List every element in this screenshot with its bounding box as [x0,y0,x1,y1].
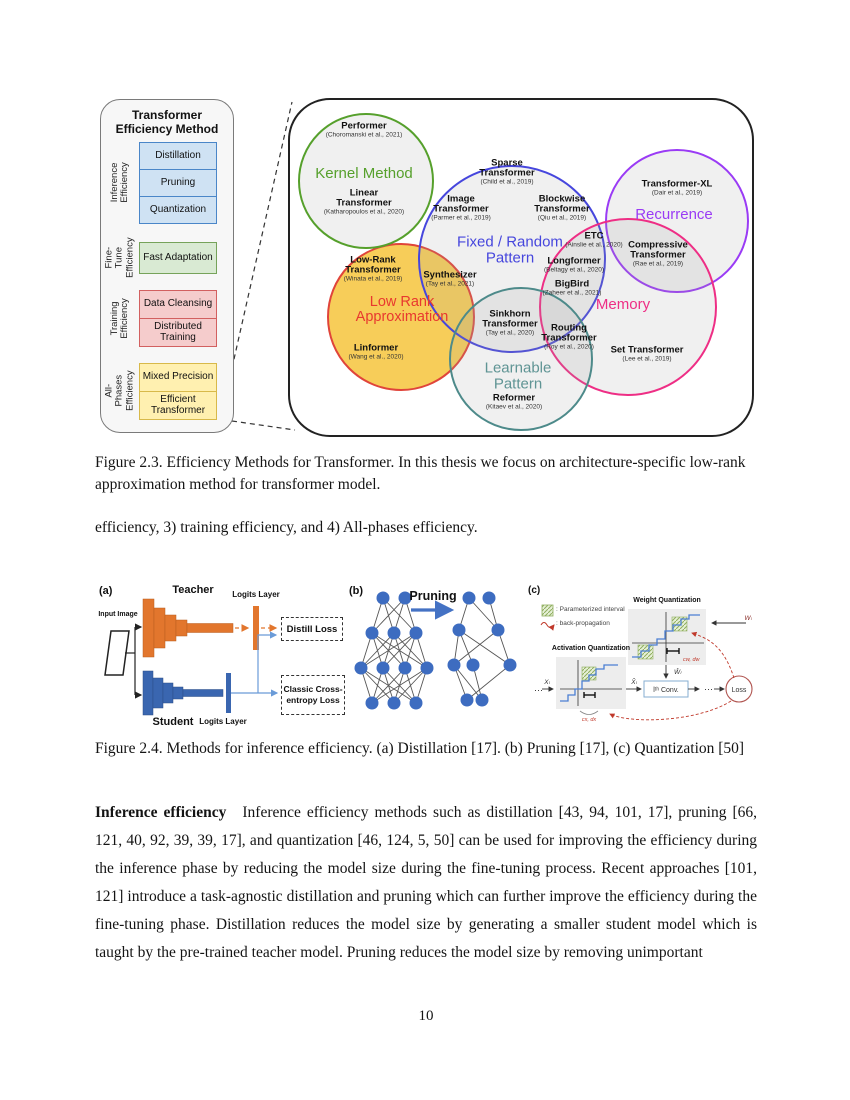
dense-network-nodes [354,591,434,710]
student-label: Student [152,716,194,728]
cross-entropy-loss-box: Classic Cross-entropy Loss [281,675,345,715]
group-label-allphases: All-Phases Efficiency [103,370,136,412]
conv-box-label: lᵗʰ Conv. [653,687,679,694]
pruning-diagram [354,591,517,710]
venn-model-sparse-transformer: Sparse Transformer(Child et al., 2019) [479,157,535,186]
paragraph-text: Inference efficiency methods such as dis… [95,804,757,961]
x-output-label: X̂ₗ [630,678,637,686]
subfigure-tag-a: (a) [99,585,113,597]
group-label-finetune: Fine-Tune Efficiency [103,237,136,279]
group-boxes-allphases: Mixed Precision Efficient Transformer [139,363,217,420]
subfigure-tag-b: (b) [349,585,364,597]
pruned-network-nodes [447,591,517,707]
loss-label: Loss [732,687,747,694]
venn-model-performer: Performer(Choromanski et al., 2021) [325,120,403,139]
dots-left: ⋯ [534,685,543,695]
figure-2-3-caption: Figure 2.3. Efficiency Methods for Trans… [95,454,746,493]
teacher-label: Teacher [172,584,214,596]
dense-network-edges [360,597,428,704]
method-box: Distributed Training [139,318,217,347]
quantization-diagram: ⋯ Xₗ X̂ₗ lᵗʰ Conv. ⋯ Loss Ŵₗ Wₗ cw, dw c… [534,604,753,723]
figure-2-4c-quantization: ⋯ Xₗ X̂ₗ lᵗʰ Conv. ⋯ Loss Ŵₗ Wₗ cw, dw c… [528,585,760,735]
venn-model-routing-transformer: Routing Transformer(Roy et al., 2020) [541,322,597,351]
venn-model-low-rank-transformer: Low-Rank Transformer(Winata et al., 2019… [343,254,403,283]
logits-layer-label-bottom: Logits Layer [199,717,247,726]
method-box: Pruning [139,169,217,197]
pruning-title: Pruning [409,589,457,603]
venn-model-compressive-transformer: Compressive Transformer(Rae et al., 2019… [628,239,688,268]
method-box: Distillation [139,142,217,170]
paragraph-lead: Inference efficiency [95,804,227,821]
weight-quantization-title: Weight Quantization [633,597,701,604]
set-label-low-rank: Low Rank Approximation [355,293,449,325]
activation-quantization-title: Activation Quantization [551,645,631,652]
method-box: Data Cleansing [139,290,217,319]
set-label-kernel-method: Kernel Method [315,165,413,183]
venn-circle-learnable [449,287,593,431]
w-input-label: Wₗ [744,615,752,622]
set-label-learnable: Learnable Pattern [484,359,552,392]
venn-circle-kernel [298,113,434,249]
venn-model-reformer: Reformer(Kitaev et al., 2020) [485,392,543,411]
group-label-inference: Inference Efficiency [108,161,131,203]
subfigure-tag-c: (c) [528,585,541,596]
student-logits-bar [226,673,231,713]
pruned-network-edges [453,597,511,701]
sidebar-title: Transformer Efficiency Method [115,108,219,137]
page-number: 10 [418,1008,434,1024]
venn-panel: Kernel Method Fixed / Random Pattern Rec… [288,98,754,437]
dots-right: ⋯ [704,684,713,694]
sidebar-panel: Transformer Efficiency Method Inference … [100,99,234,433]
group-boxes-inference: Distillation Pruning Quantization [139,142,217,224]
venn-model-etc: ETC(Ainslie et al., 2020) [565,230,623,249]
venn-model-blockwise-transformer: Blockwise Transformer(Qiu et al., 2019) [534,193,590,222]
venn-model-transformer-xl: Transformer-XL(Dair et al., 2019) [641,178,713,197]
set-label-fixed-random: Fixed / Random Pattern [457,233,563,266]
teacher-logits-bar [253,606,259,650]
venn-model-sinkhorn-transformer: Sinkhorn Transformer(Tay et al., 2020) [482,308,538,337]
legend-parameterized-interval: : Parameterized interval [556,606,625,613]
x-input-label: Xₗ [543,679,550,686]
activation-params-label: cx, dx [582,717,597,723]
method-box: Mixed Precision [139,363,217,392]
figure-2-4a-distillation: (a) Teacher Input Image Logits Layer Log… [95,583,347,733]
body-intro-line: efficiency, 3) training efficiency, and … [95,519,478,536]
w-hat-label: Ŵₗ [674,667,682,676]
set-label-memory: Memory [595,296,651,314]
venn-model-image-transformer: Image Transformer(Parmer et al., 2019) [431,193,491,222]
venn-model-linear-transformer: Linear Transformer(Katharopoulos et al.,… [323,187,405,216]
method-box: Quantization [139,196,217,224]
venn-model-linformer: Linformer(Wang et al., 2020) [348,342,404,361]
method-box: Efficient Transformer [139,391,217,420]
group-boxes-training: Data Cleansing Distributed Training [139,290,217,347]
teacher-network-shape [142,598,234,658]
zoom-connector-lines [231,101,296,431]
set-label-recurrence: Recurrence [635,206,713,224]
figure-2-4b-pruning: (b) Pruning [347,583,532,733]
weight-params-label: cw, dw [683,657,701,663]
method-box: Fast Adaptation [139,242,217,274]
venn-model-longformer: Longformer(Beltagy et al., 2020) [544,255,604,274]
venn-model-set-transformer: Set Transformer(Lee et al., 2019) [610,344,684,363]
logits-layer-label-top: Logits Layer [232,590,280,599]
group-label-training: Training Efficiency [108,297,131,339]
distillation-diagram [104,598,279,716]
legend-back-propagation: : back-propagation [556,620,610,627]
group-boxes-finetune: Fast Adaptation [139,242,217,274]
input-image-label: Input Image [98,611,138,618]
figure-2-4-caption: Figure 2.4. Methods for inference effici… [95,740,745,757]
venn-model-synthesizer: Synthesizer(Tay et al., 2021) [423,269,477,288]
venn-model-bigbird: BigBird(Zaheer et al., 2021) [542,278,602,297]
distill-loss-box: Distill Loss [281,617,343,641]
student-network-shape [142,670,224,716]
